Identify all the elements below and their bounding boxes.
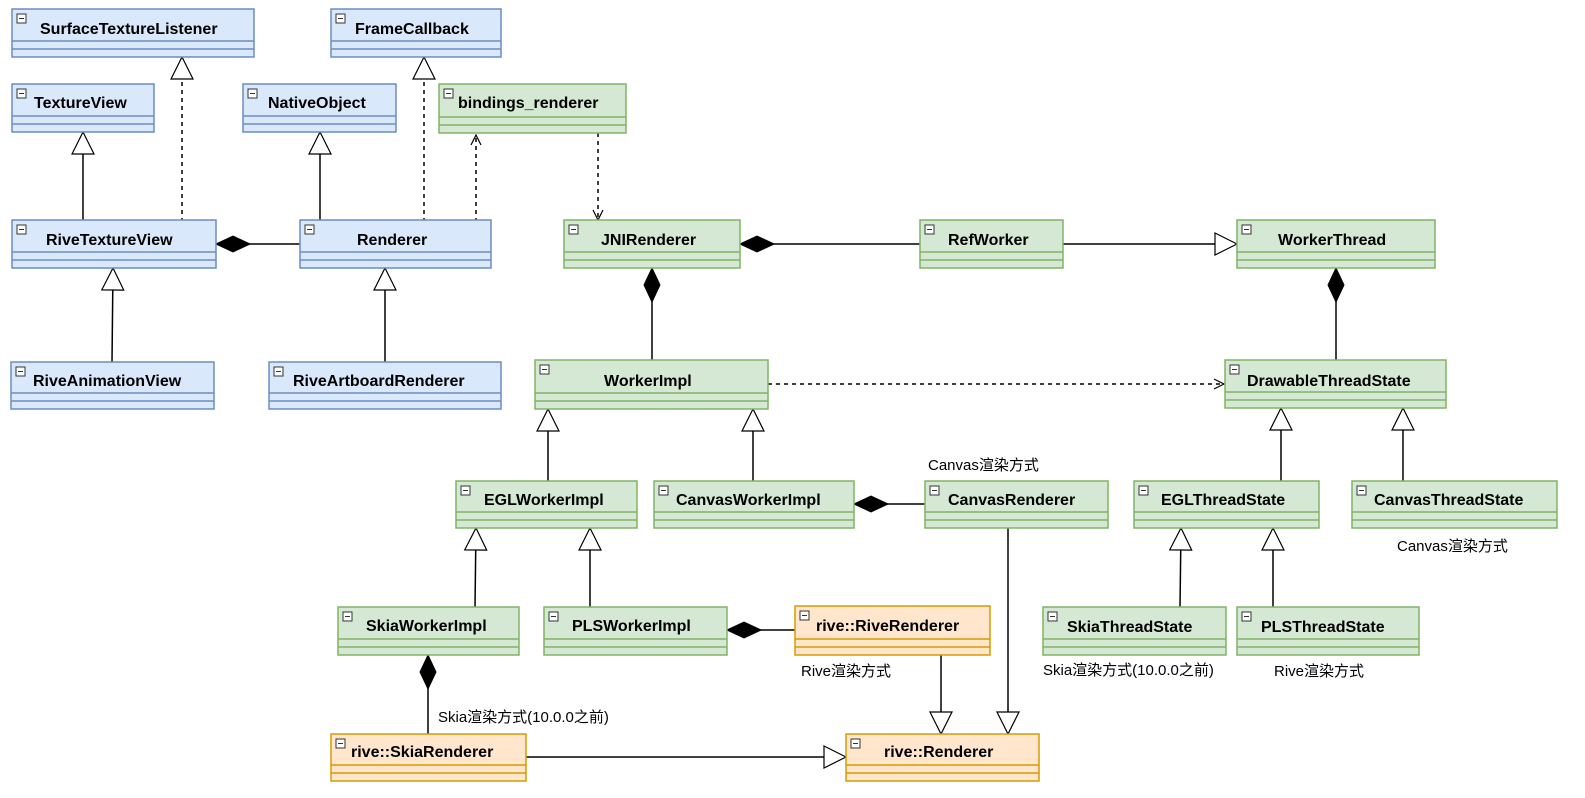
class-name: EGLThreadState — [1161, 492, 1285, 509]
collapse-icon[interactable] — [304, 224, 315, 235]
collapse-icon[interactable] — [1229, 364, 1240, 375]
note-canvas-renderer: Canvas渲染方式 — [928, 457, 1039, 474]
class-name: PLSThreadState — [1261, 619, 1385, 636]
class-name: rive::RiveRenderer — [816, 618, 959, 635]
class-name: CanvasRenderer — [948, 492, 1075, 509]
note-canvas-thread-state: Canvas渲染方式 — [1397, 538, 1508, 555]
class-refworker[interactable]: RefWorker — [919, 219, 1064, 269]
class-name: JNIRenderer — [601, 232, 696, 249]
class-name: SkiaWorkerImpl — [366, 618, 487, 635]
class-eglworkerimpl[interactable]: EGLWorkerImpl — [455, 480, 638, 529]
class-framecallback[interactable]: FrameCallback — [330, 8, 502, 58]
class-name: bindings_renderer — [458, 95, 598, 112]
edge-skiaworkerimpl-eglworkerimpl — [475, 528, 476, 608]
collapse-icon[interactable] — [929, 485, 940, 496]
collapse-icon[interactable] — [1138, 485, 1149, 496]
class-eglthreadstate[interactable]: EGLThreadState — [1133, 480, 1320, 529]
note-skia-thread-state: Skia渲染方式(10.0.0之前) — [1043, 662, 1214, 679]
class-name: TextureView — [34, 95, 127, 112]
class-rive-riverenderer[interactable]: rive::RiveRenderer — [794, 605, 991, 656]
class-name: CanvasWorkerImpl — [676, 492, 821, 509]
collapse-icon[interactable] — [273, 366, 284, 377]
collapse-icon[interactable] — [539, 364, 550, 375]
class-name: SurfaceTextureListener — [40, 21, 218, 38]
class-rivetextureview[interactable]: RiveTextureView — [11, 219, 217, 269]
collapse-icon[interactable] — [335, 13, 346, 24]
class-name: rive::Renderer — [884, 744, 993, 761]
class-name: SkiaThreadState — [1067, 619, 1192, 636]
class-name: rive::SkiaRenderer — [351, 744, 493, 761]
class-name: NativeObject — [268, 95, 366, 112]
class-name: DrawableThreadState — [1247, 373, 1411, 390]
collapse-icon[interactable] — [16, 88, 27, 99]
class-plsworkerimpl[interactable]: PLSWorkerImpl — [543, 606, 728, 656]
class-rive-skiarenderer[interactable]: rive::SkiaRenderer — [330, 733, 527, 782]
collapse-icon[interactable] — [1241, 224, 1252, 235]
class-workerimpl[interactable]: WorkerImpl — [534, 359, 769, 410]
class-name: WorkerThread — [1278, 232, 1386, 249]
collapse-icon[interactable] — [16, 224, 27, 235]
class-name: EGLWorkerImpl — [484, 492, 604, 509]
collapse-icon[interactable] — [568, 224, 579, 235]
collapse-icon[interactable] — [342, 611, 353, 622]
class-name: RiveTextureView — [46, 232, 173, 249]
collapse-icon[interactable] — [247, 88, 258, 99]
collapse-icon[interactable] — [658, 485, 669, 496]
note-skia-renderer: Skia渲染方式(10.0.0之前) — [438, 709, 609, 726]
class-riveanimationview[interactable]: RiveAnimationView — [10, 361, 215, 410]
edge-skiathreadstate-eglthreadstate — [1180, 528, 1181, 608]
class-riveartboardrenderer[interactable]: RiveArtboardRenderer — [268, 361, 502, 410]
class-canvasthreadstate[interactable]: CanvasThreadState — [1351, 480, 1558, 529]
note-pls-thread-state: Rive渲染方式 — [1274, 663, 1364, 680]
class-drawablethreadstate[interactable]: DrawableThreadState — [1224, 359, 1447, 409]
note-rive-riverenderer: Rive渲染方式 — [801, 663, 891, 680]
class-skiathreadstate[interactable]: SkiaThreadState — [1042, 606, 1227, 656]
collapse-icon[interactable] — [1241, 611, 1252, 622]
class-workerthread[interactable]: WorkerThread — [1236, 219, 1436, 269]
collapse-icon[interactable] — [850, 738, 861, 749]
class-name: PLSWorkerImpl — [572, 618, 691, 635]
class-jnirenderer[interactable]: JNIRenderer — [563, 219, 741, 269]
collapse-icon[interactable] — [16, 13, 27, 24]
class-textureview[interactable]: TextureView — [11, 83, 155, 133]
class-name: RefWorker — [948, 232, 1029, 249]
class-plsthreadstate[interactable]: PLSThreadState — [1236, 606, 1420, 656]
class-name: RiveAnimationView — [33, 373, 182, 390]
collapse-icon[interactable] — [443, 88, 454, 99]
class-name: FrameCallback — [355, 21, 469, 38]
class-name: Renderer — [357, 232, 427, 249]
collapse-icon[interactable] — [799, 610, 810, 621]
collapse-icon[interactable] — [335, 738, 346, 749]
collapse-icon[interactable] — [924, 224, 935, 235]
class-surfacetexturelistener[interactable]: SurfaceTextureListener — [11, 8, 255, 58]
class-canvasrenderer[interactable]: CanvasRenderer — [924, 480, 1109, 529]
class-nativeobject[interactable]: NativeObject — [242, 83, 397, 133]
class-renderer[interactable]: Renderer — [299, 219, 492, 269]
collapse-icon[interactable] — [460, 485, 471, 496]
class-skiaworkerimpl[interactable]: SkiaWorkerImpl — [337, 606, 520, 656]
collapse-icon[interactable] — [1047, 611, 1058, 622]
class-name: CanvasThreadState — [1374, 492, 1523, 509]
collapse-icon[interactable] — [15, 366, 26, 377]
class-rive-renderer[interactable]: rive::Renderer — [845, 733, 1040, 782]
class-name: WorkerImpl — [604, 373, 692, 390]
class-canvasworkerimpl[interactable]: CanvasWorkerImpl — [653, 480, 855, 529]
collapse-icon[interactable] — [548, 611, 559, 622]
class-name: RiveArtboardRenderer — [293, 373, 465, 390]
class-bindings-renderer[interactable]: bindings_renderer — [438, 83, 627, 134]
collapse-icon[interactable] — [1356, 485, 1367, 496]
edge-riveanimationview-rivetextureview — [112, 268, 113, 363]
